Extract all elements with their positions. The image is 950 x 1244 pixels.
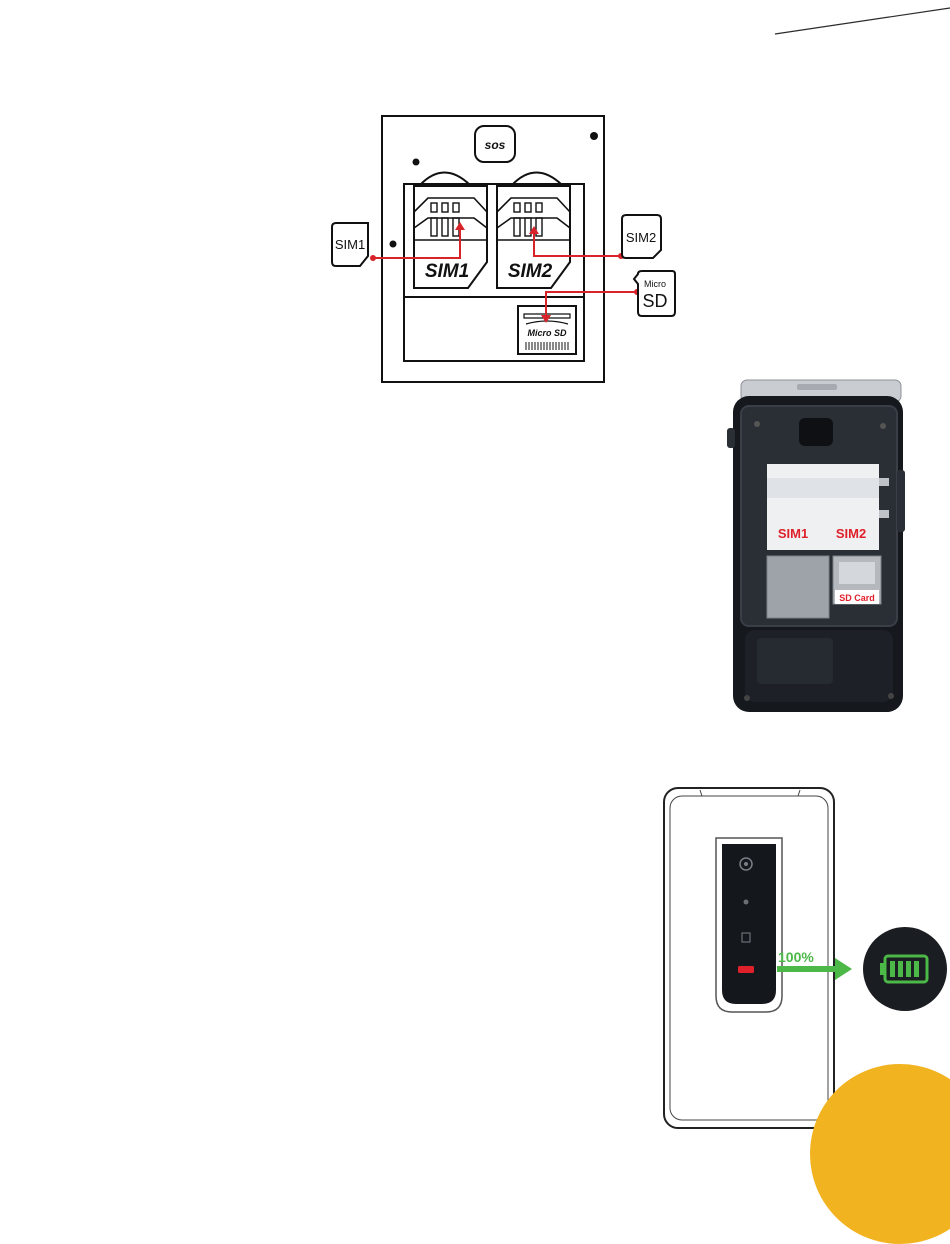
sim-slot-diagram: sos SIM1 SIM2 Micro SD [0,0,700,390]
battery-led-icon [738,966,754,973]
microsd-callout-top: Micro [644,279,666,289]
photo-sim1-label: SIM1 [778,526,808,541]
microsd-slot-label: Micro SD [527,328,567,338]
sim1-slot-label: SIM1 [425,261,469,282]
photo-sdcard-label: SD Card [839,593,875,603]
sim1-callout-label: SIM1 [335,237,365,252]
microsd-callout-bottom: SD [642,291,667,311]
phone-back-photo: SIM1 SIM2 SD Card [727,378,949,715]
sos-button: sos [475,126,515,162]
screw-dot [390,241,397,248]
battery-full-icon [863,927,947,1011]
sim1-card-icon: SIM1 [332,223,368,266]
screw-dot [590,132,598,140]
charge-percent: 100% [778,949,814,965]
photo-sim2-label: SIM2 [836,526,866,541]
sim2-callout-label: SIM2 [626,230,656,245]
charging-illustration: 100% [0,760,950,1154]
sim2-slot-label: SIM2 [508,261,553,282]
sim1-slot: SIM1 [414,186,487,288]
microsd-card-icon: Micro SD [634,271,675,316]
sim2-card-icon: SIM2 [622,215,661,258]
sos-label: sos [485,138,506,152]
screw-dot [413,159,420,166]
sensor-dot [744,900,749,905]
